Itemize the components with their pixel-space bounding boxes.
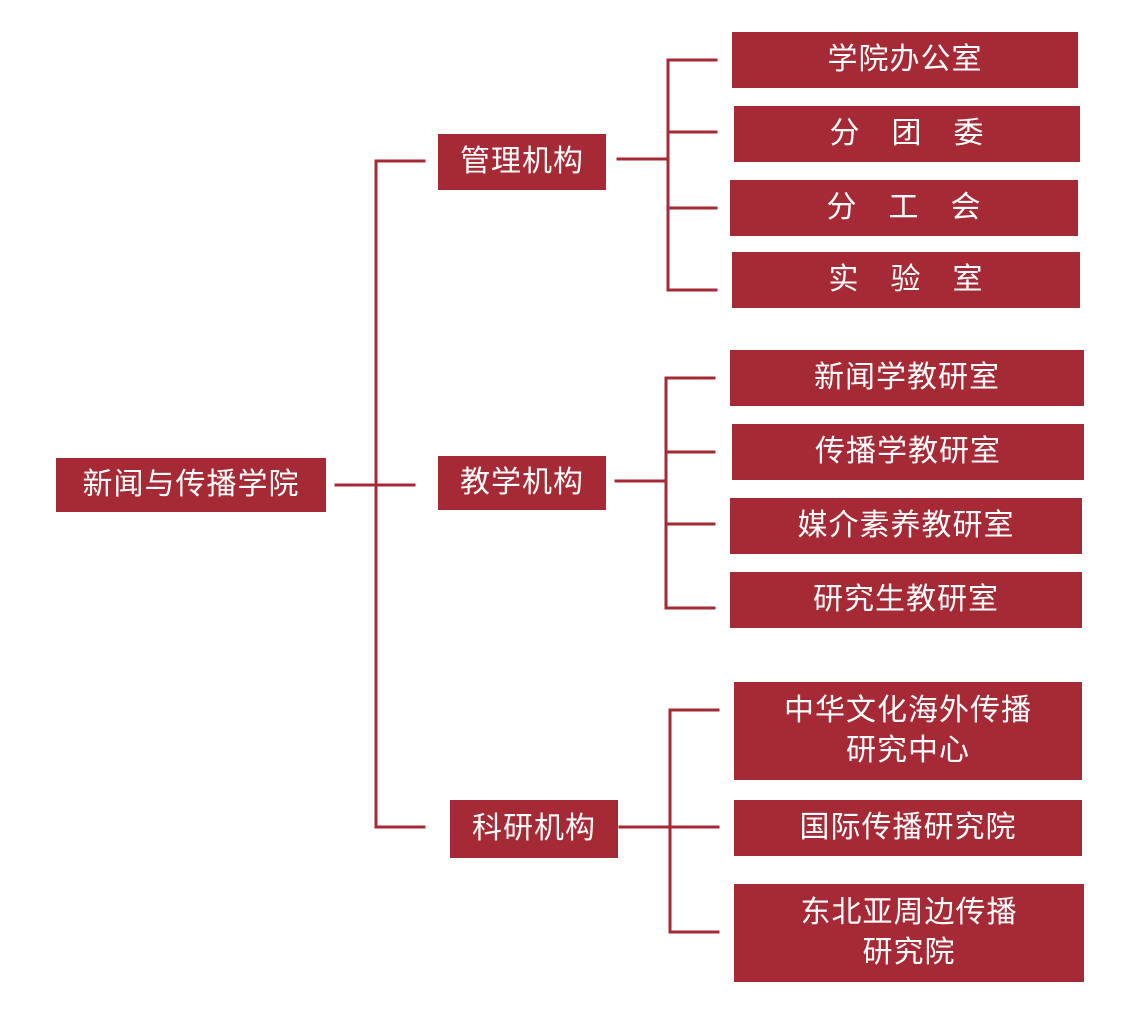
leaf-node-laboratory: 实 验 室 [732, 252, 1080, 308]
branch-node-management: 管理机构 [438, 134, 606, 190]
leaf-node-graduate-office: 研究生教研室 [730, 572, 1082, 628]
branch-node-teaching: 教学机构 [438, 456, 606, 510]
leaf-node-youth-league: 分 团 委 [734, 106, 1080, 162]
leaf-node-journalism-office: 新闻学教研室 [730, 350, 1084, 406]
leaf-node-college-office: 学院办公室 [732, 32, 1078, 88]
leaf-node-media-literacy-office: 媒介素养教研室 [730, 498, 1082, 554]
leaf-node-trade-union: 分 工 会 [730, 180, 1078, 236]
leaf-node-communication-office: 传播学教研室 [732, 424, 1084, 480]
branch-node-research: 科研机构 [450, 800, 618, 858]
root-node: 新闻与传播学院 [56, 458, 326, 512]
leaf-node-overseas-culture-center: 中华文化海外传播 研究中心 [734, 682, 1082, 780]
leaf-node-international-communication-institute: 国际传播研究院 [734, 800, 1082, 856]
leaf-node-northeast-asia-institute: 东北亚周边传播 研究院 [734, 884, 1084, 982]
